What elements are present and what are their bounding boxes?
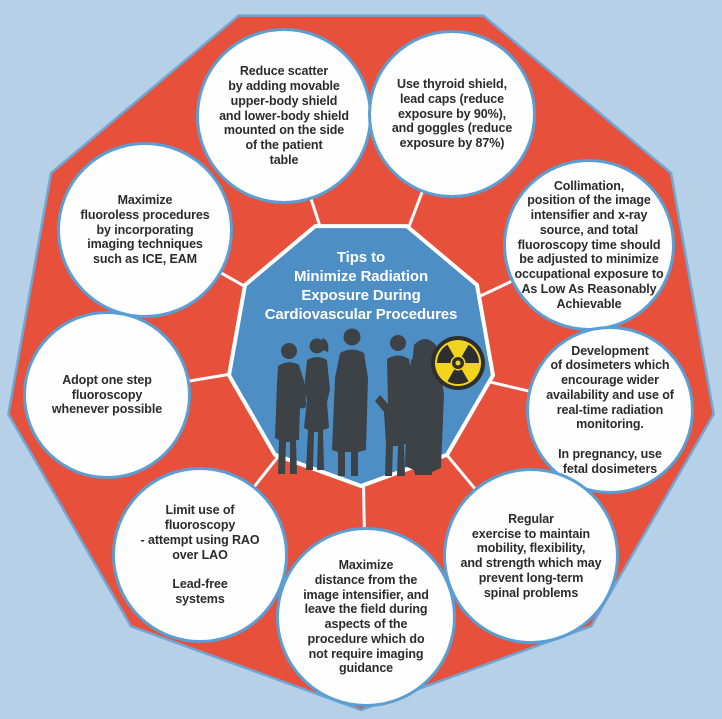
person-head [309, 338, 325, 354]
person-silhouette [322, 338, 329, 352]
tip-circle-shields: Reduce scatter by adding movable upper-b… [196, 28, 372, 204]
person-head [343, 328, 361, 346]
tip-circle-distance: Maximize distance from the image intensi… [276, 527, 456, 707]
person-silhouette [275, 362, 307, 474]
tip-circle-collimation: Collimation, position of the image inten… [503, 159, 675, 331]
radiation-icon [431, 336, 485, 390]
person-silhouette [304, 357, 330, 470]
tip-text: Maximize fluoroless procedures by incorp… [80, 193, 210, 267]
tip-text: Reduce scatter by adding movable upper-b… [219, 64, 349, 167]
tip-text: Regular exercise to maintain mobility, f… [460, 511, 602, 600]
person-silhouette [375, 355, 413, 476]
tip-circle-fluoroless: Maximize fluoroless procedures by incorp… [57, 142, 233, 318]
tip-circle-exercise: Regular exercise to maintain mobility, f… [443, 468, 619, 644]
tip-text: Use thyroid shield, lead caps (reduce ex… [391, 77, 513, 151]
tip-text: Maximize distance from the image intensi… [303, 558, 429, 676]
tip-text: Development of dosimeters which encourag… [546, 343, 674, 476]
person-head [281, 343, 297, 359]
person-silhouette [332, 349, 368, 476]
tip-circle-thyroid-goggles: Use thyroid shield, lead caps (reduce ex… [368, 30, 536, 198]
person-head [390, 335, 406, 351]
people-silhouettes-icon [275, 328, 444, 476]
tip-text: Collimation, position of the image inten… [514, 178, 664, 311]
tip-circle-limit-fluoroscopy: Limit use of fluoroscopy - attempt using… [112, 467, 288, 643]
tip-circle-dosimeters: Development of dosimeters which encourag… [526, 326, 694, 494]
center-title: Tips to Minimize Radiation Exposure Duri… [264, 249, 458, 323]
tip-text: Adopt one step fluoroscopy whenever poss… [51, 372, 163, 417]
tip-text: Limit use of fluoroscopy - attempt using… [140, 503, 260, 606]
tip-circle-one-step: Adopt one step fluoroscopy whenever poss… [23, 311, 191, 479]
person-silhouette [405, 356, 444, 475]
